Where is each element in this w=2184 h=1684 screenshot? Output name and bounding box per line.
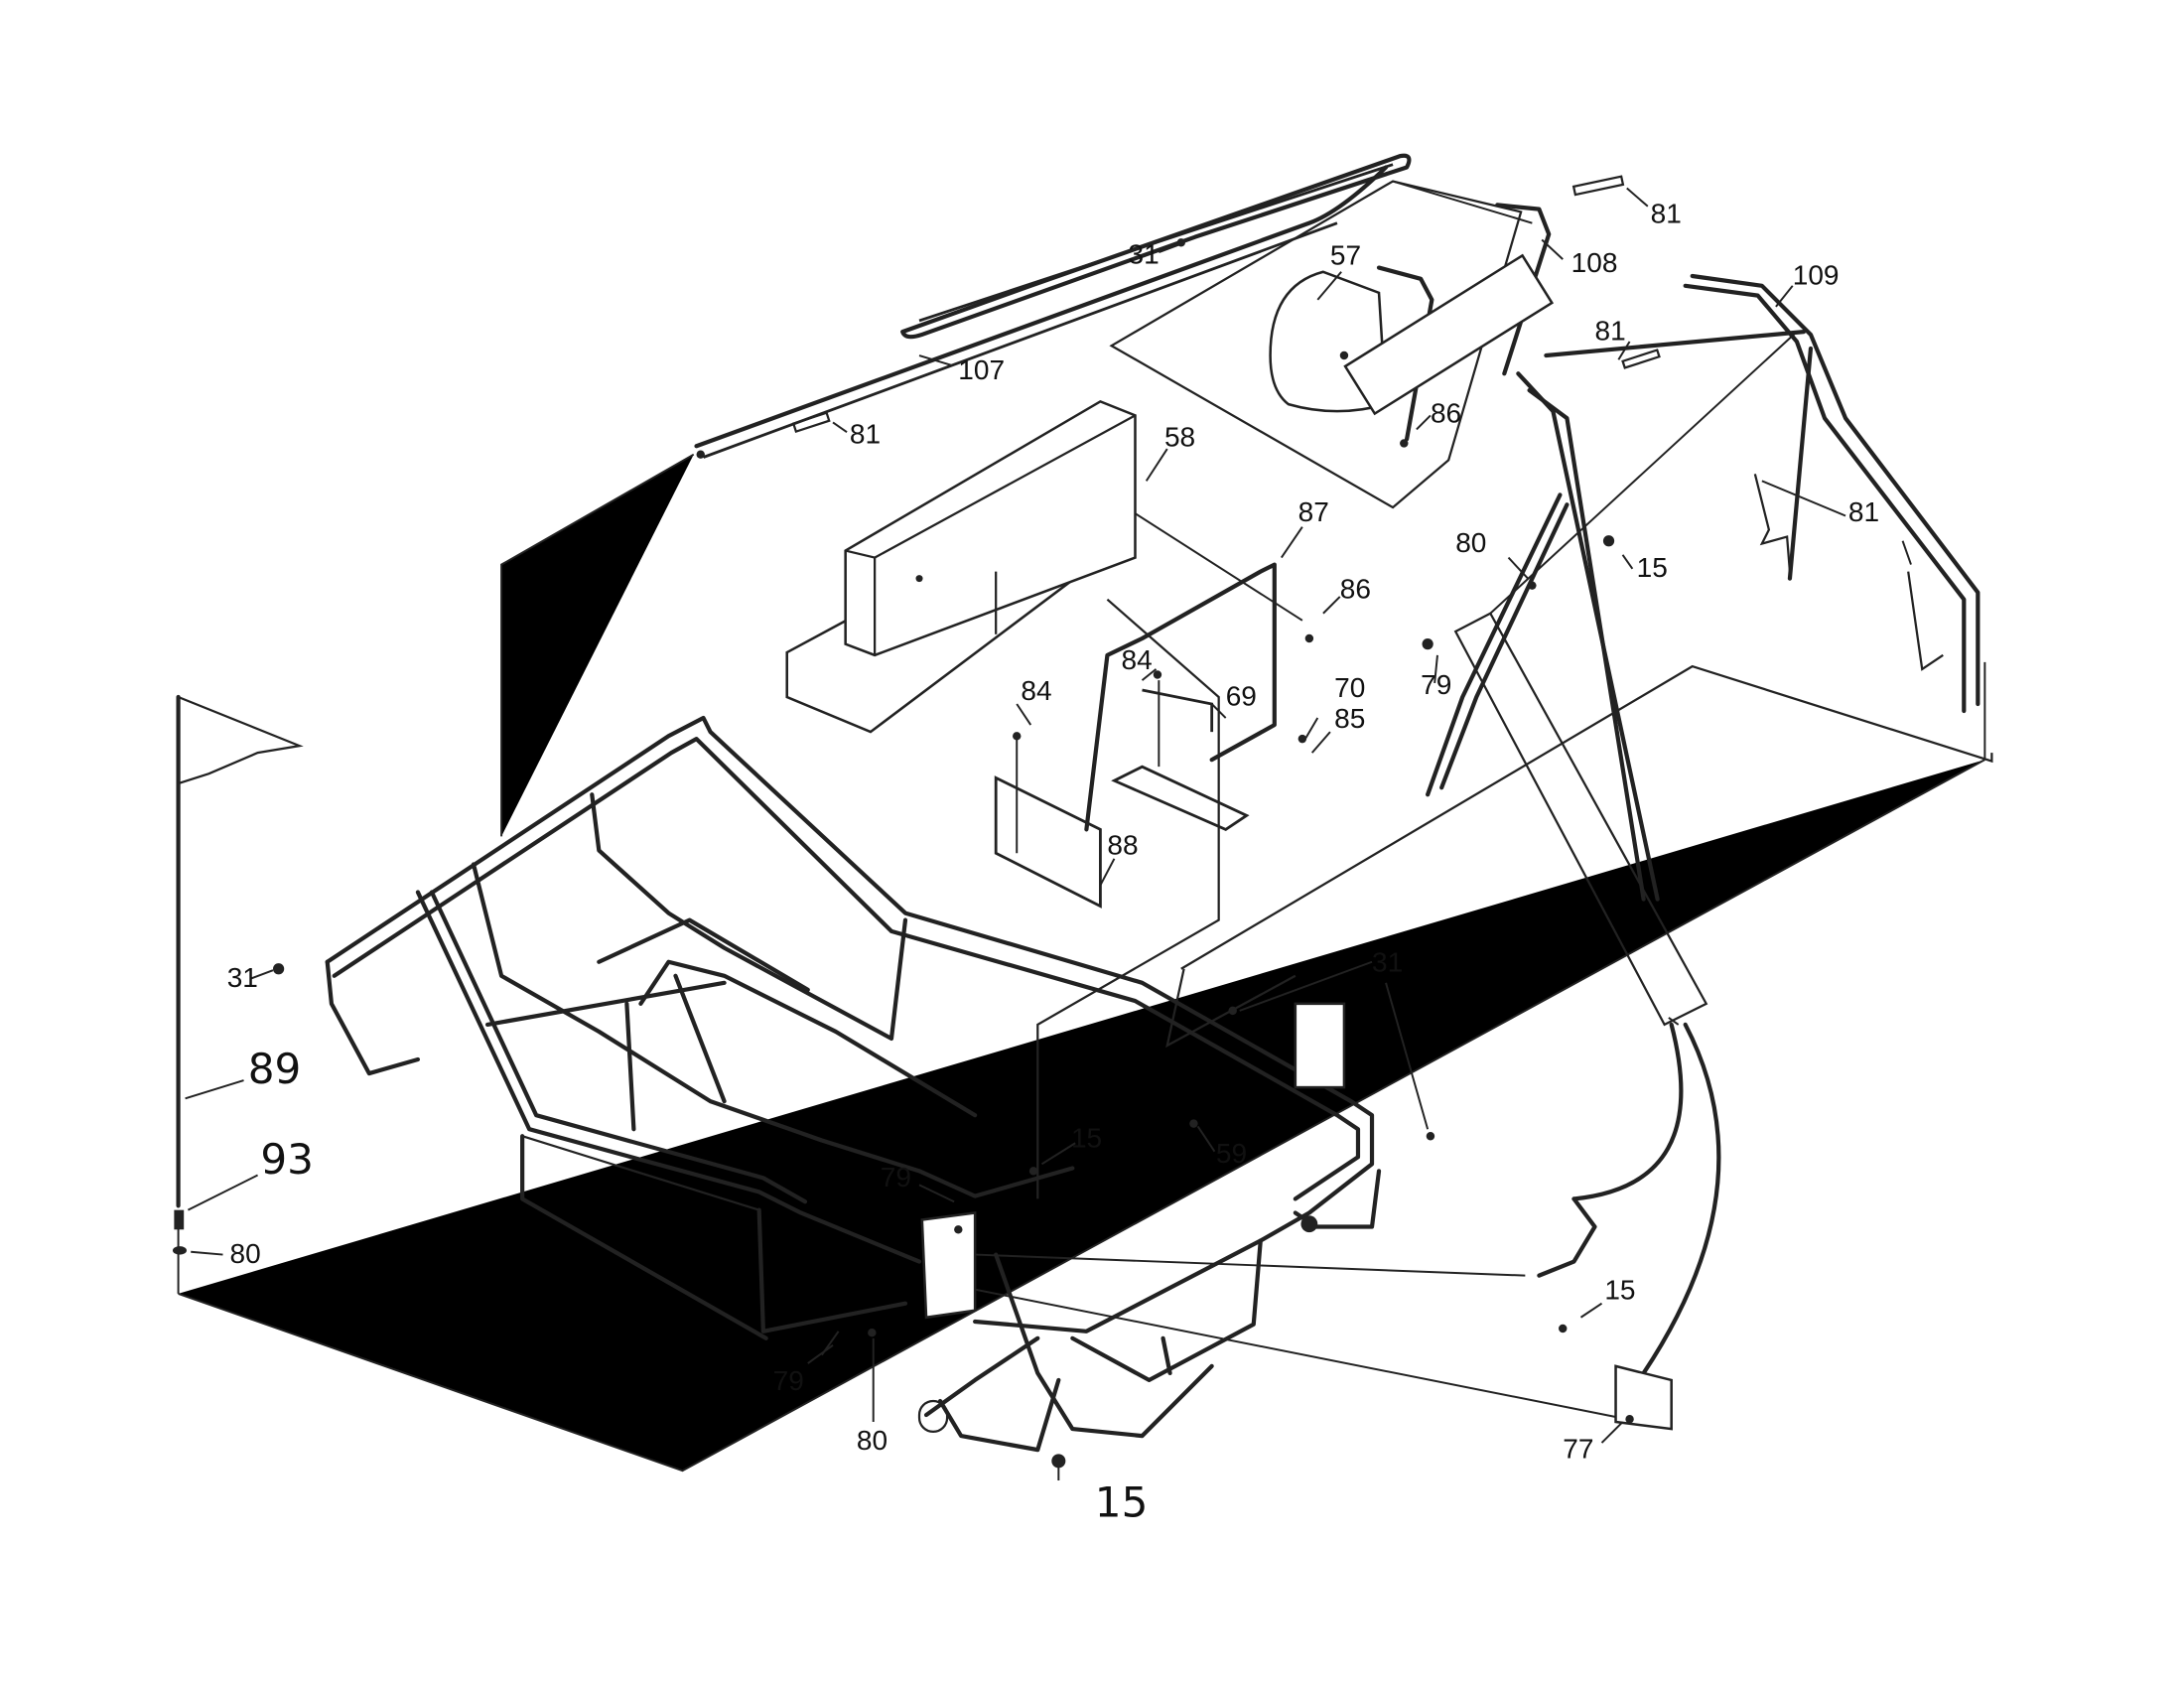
label-15-belt: 15 (1604, 1274, 1635, 1305)
label-108: 108 (1571, 247, 1618, 278)
label-87: 87 (1298, 496, 1329, 527)
part-labels: 107 81 31 81 108 57 109 81 86 58 87 81 8… (227, 199, 1879, 1527)
label-81-mid: 81 (1595, 316, 1626, 347)
label-84-left: 84 (1021, 675, 1051, 706)
label-88: 88 (1107, 830, 1138, 861)
label-59: 59 (1216, 1138, 1247, 1169)
label-79-bottom: 79 (773, 1365, 804, 1396)
label-70: 70 (1334, 672, 1365, 703)
label-84-right: 84 (1121, 644, 1152, 675)
label-80-bottom: 80 (857, 1425, 887, 1456)
rear-bar-109 (1422, 273, 1980, 902)
label-85: 85 (1334, 703, 1365, 734)
label-79-center: 79 (881, 1162, 911, 1193)
flag-89 (172, 694, 304, 1255)
label-81-top-right: 81 (1651, 199, 1682, 229)
roll-bar-107 (694, 153, 1412, 459)
label-15-right: 15 (1637, 552, 1668, 583)
label-86-mid: 86 (1340, 573, 1371, 604)
main-frame (273, 715, 1435, 1469)
label-58: 58 (1164, 421, 1195, 452)
label-93: 93 (260, 1135, 314, 1184)
label-107: 107 (958, 354, 1005, 385)
label-69: 69 (1226, 680, 1257, 711)
label-15-bottom: 15 (1095, 1478, 1149, 1527)
label-31-top: 31 (1128, 238, 1159, 269)
label-109: 109 (1793, 259, 1840, 290)
label-81-top-left: 81 (850, 418, 881, 449)
label-79-right: 79 (1421, 669, 1451, 700)
label-57: 57 (1330, 240, 1361, 271)
label-86-top: 86 (1431, 397, 1461, 428)
label-80-left: 80 (230, 1238, 261, 1269)
label-31-center: 31 (1372, 947, 1403, 978)
label-80-right: 80 (1455, 527, 1486, 558)
label-89: 89 (248, 1045, 302, 1093)
seat-back-parts (1269, 175, 1625, 448)
seat-belt-77 (1537, 1022, 1721, 1431)
label-81-right: 81 (1848, 496, 1879, 527)
label-31-left: 31 (227, 962, 258, 993)
label-77: 77 (1563, 1434, 1593, 1465)
seat-brackets (994, 562, 1314, 909)
label-leaders (185, 187, 1912, 1481)
label-15-center: 15 (1071, 1122, 1102, 1153)
seat-cushion-58 (785, 399, 1137, 734)
